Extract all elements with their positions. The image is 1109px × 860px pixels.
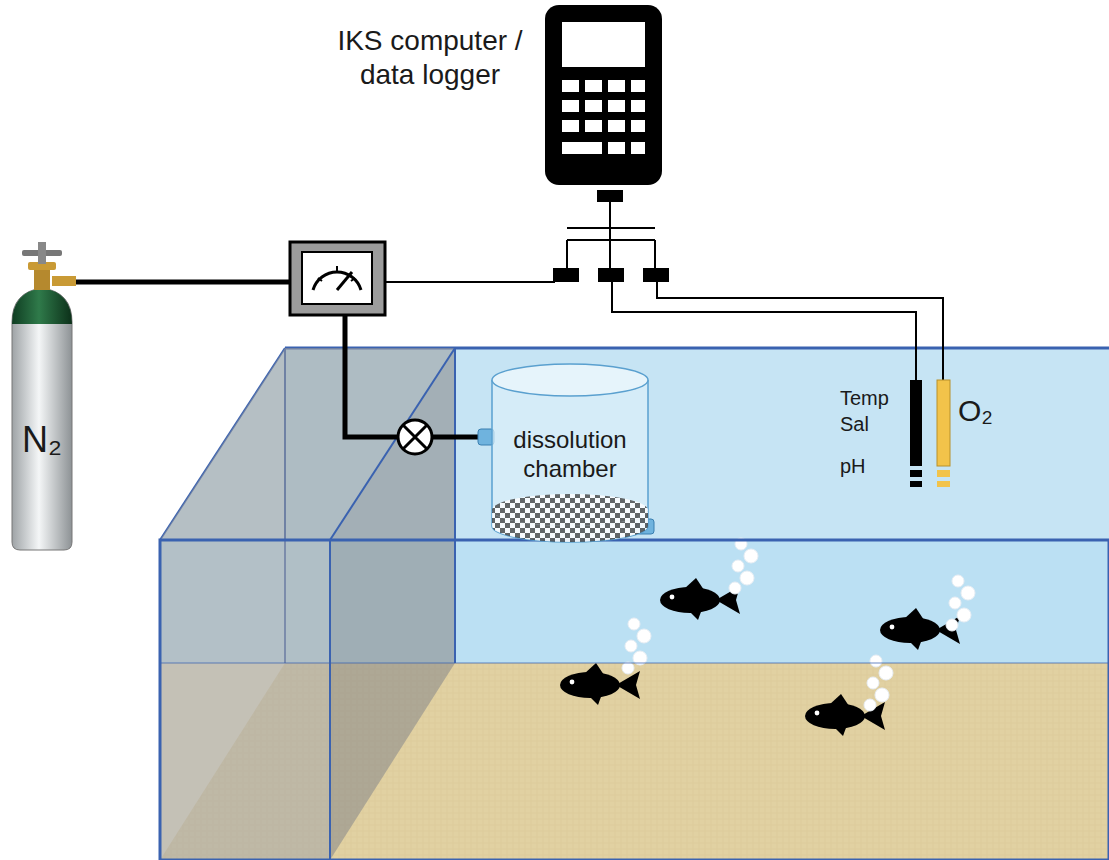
node-label: dissolution chamber xyxy=(498,426,642,484)
gas-cylinder-shape xyxy=(8,232,76,554)
sensor-label: pH xyxy=(840,456,866,476)
pressure-regulator xyxy=(290,242,385,315)
node-label: IKS computer / data logger xyxy=(312,24,548,91)
data-logger: IKS computer / data logger xyxy=(300,10,665,190)
dissolution-chamber: dissolution chamber xyxy=(490,358,650,548)
sensor-label: Temp xyxy=(840,388,889,408)
gas-valve xyxy=(398,420,432,454)
sensor-label: O₂ xyxy=(958,396,993,426)
node-label: N₂ xyxy=(8,418,76,461)
sensor-label: Sal xyxy=(840,414,869,434)
gas-line xyxy=(76,282,490,437)
gas-cylinder: N₂ xyxy=(8,232,76,554)
